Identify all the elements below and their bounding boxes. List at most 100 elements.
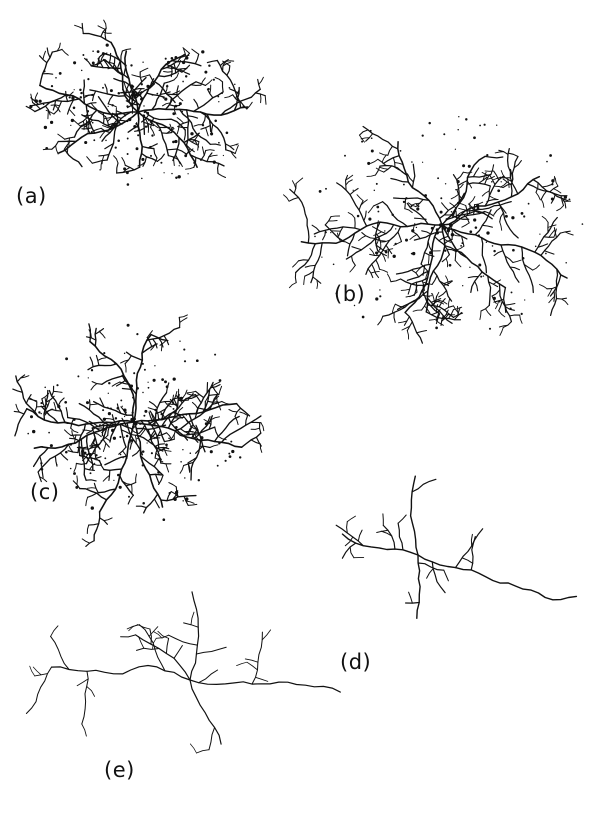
dendrite-speck <box>190 132 193 135</box>
dendrite-branch <box>161 463 171 464</box>
dendrite-speck <box>440 211 443 214</box>
dendrite-branch <box>404 317 409 326</box>
dendrite-speck <box>412 252 415 255</box>
dendrite-branch <box>202 115 205 125</box>
dendrite-branch <box>179 122 189 126</box>
dendrite-speck <box>123 167 126 170</box>
dendrite-speck <box>511 216 514 219</box>
dendrite-speck <box>362 316 365 319</box>
dendrite-branch <box>34 422 134 448</box>
dendrite-speck <box>108 393 109 394</box>
dendrite-speck <box>440 197 442 199</box>
dendrite-branch <box>179 317 180 327</box>
dendrite-branch <box>211 417 219 420</box>
dendrite-speck <box>469 230 472 233</box>
dendrite-speck <box>110 89 113 92</box>
dendrite-speck <box>153 379 156 382</box>
dendrite-speck <box>445 183 446 184</box>
dendrite-branch <box>329 221 338 222</box>
dendrite-branch <box>417 331 427 333</box>
dendrite-branch <box>394 198 429 200</box>
dendrite-speck <box>87 110 89 112</box>
dendrite-branch <box>210 445 218 448</box>
dendrite-branch <box>40 52 52 85</box>
dendrite-speck <box>142 450 145 453</box>
dendrite-speck <box>159 129 161 131</box>
dendrite-speck <box>127 138 129 140</box>
dendrite-branch <box>66 408 68 418</box>
dendrite-branch <box>150 474 162 475</box>
dendrite-speck <box>95 454 97 456</box>
dendrite-branch <box>85 58 92 66</box>
dendrite-branch <box>347 522 348 533</box>
dendrite-branch <box>380 153 388 155</box>
dendrite-speck <box>124 353 125 354</box>
dendrite-speck <box>185 75 187 77</box>
dendrite-branch <box>348 213 355 219</box>
dendrite-speck <box>522 257 525 260</box>
dendrite-branch <box>557 298 567 299</box>
dendrite-speck <box>564 196 567 199</box>
dendrite-speck <box>93 139 95 141</box>
dendrite-branch <box>177 149 186 154</box>
dendrite-speck <box>217 96 219 98</box>
dendrite-speck <box>524 299 525 300</box>
dendrite-branch <box>199 670 218 683</box>
dendrite-speck <box>151 452 153 454</box>
dendrite-speck <box>228 453 230 455</box>
dendrite-branch <box>77 476 78 485</box>
dendrite-branch <box>102 155 104 163</box>
dendrite-branch <box>226 150 235 154</box>
dendrite-branch <box>62 49 68 55</box>
dendrite-branch <box>442 255 449 262</box>
dendrite-branch <box>394 312 395 322</box>
dendrite-branch <box>104 469 122 470</box>
dendrite-speck <box>384 230 385 231</box>
dendrite-speck <box>92 122 94 124</box>
dendrite-speck <box>84 452 87 455</box>
dendrite-speck <box>92 50 94 52</box>
dendrite-branch <box>260 94 261 103</box>
dendrite-branch <box>105 456 127 465</box>
dendrite-branch <box>87 337 96 340</box>
dendrite-branch <box>99 332 105 338</box>
dendrite-speck <box>91 131 93 133</box>
dendrite-speck <box>90 64 92 66</box>
dendrite-speck <box>41 413 42 414</box>
dendrite-branch <box>509 153 519 156</box>
dendrite-speck <box>113 123 116 126</box>
dendrite-branch <box>163 449 171 451</box>
dendrite-branch <box>485 156 503 158</box>
dendrite-speck <box>210 132 213 135</box>
dendrite-branch <box>499 311 505 317</box>
dendrite-branch <box>388 146 393 155</box>
dendrite-branch <box>227 66 230 76</box>
dendrite-branch <box>542 184 552 187</box>
dendrite-speck <box>64 401 67 404</box>
dendrite-speck <box>429 251 432 254</box>
dendrite-speck <box>239 456 241 458</box>
dendrite-speck <box>145 126 147 128</box>
dendrite-branch <box>375 239 385 241</box>
dendrite-branch <box>454 175 460 204</box>
dendrite-branch <box>376 260 380 269</box>
dendrite-branch <box>51 626 58 637</box>
dendrite-speck <box>431 227 434 230</box>
dendrite-speck <box>75 486 78 489</box>
dendrite-speck <box>410 205 412 207</box>
dendrite-speck <box>43 70 45 72</box>
dendrite-branch <box>108 95 113 104</box>
dendrite-speck <box>147 382 148 383</box>
dendrite-branch <box>205 402 206 412</box>
dendrite-branch <box>52 386 54 396</box>
dendrite-speck <box>135 423 138 426</box>
dendrite-branch <box>540 285 548 289</box>
dendrite-branch <box>245 659 258 662</box>
dendrite-speck <box>221 92 223 94</box>
dendrite-speck <box>73 472 76 475</box>
dendrite-speck <box>86 401 89 404</box>
dendrite-branch <box>388 249 389 258</box>
dendrite-speck <box>86 114 88 116</box>
dendrite-speck <box>178 175 181 178</box>
dendrite-speck <box>428 296 429 297</box>
